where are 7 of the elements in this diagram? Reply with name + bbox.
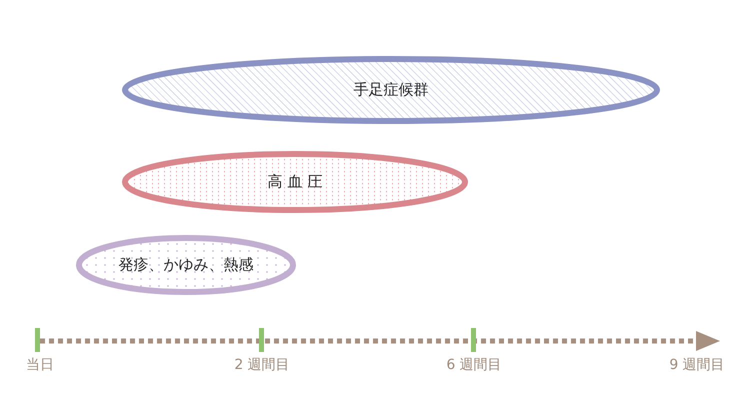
time-label: 9 週間目: [669, 356, 725, 374]
time-label: 当日: [26, 356, 54, 374]
time-label: 2 週間目: [234, 356, 290, 374]
symptom-label: 手足症候群: [354, 80, 428, 98]
time-label: 6 週間目: [446, 356, 502, 374]
symptom-label: 高 血 圧: [268, 172, 322, 190]
symptom-label: 発疹、かゆみ、熱感: [118, 256, 254, 274]
